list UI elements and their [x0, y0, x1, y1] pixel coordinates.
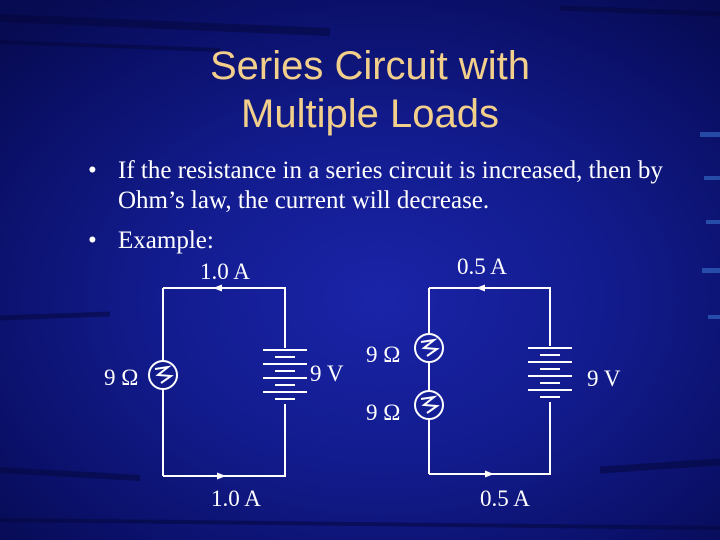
right-bulb-bottom-icon [414, 390, 444, 420]
right-battery-label: 9 V [587, 366, 621, 391]
right-wire-top [429, 287, 551, 346]
left-current-bottom-label: 1.0 A [211, 486, 261, 511]
right-battery-symbol [528, 347, 572, 398]
title-line-1: Series Circuit with [209, 44, 531, 88]
left-battery-symbol [263, 349, 307, 400]
right-current-bottom-label: 0.5 A [480, 486, 530, 511]
bullet-item-example: • Example: [88, 226, 688, 256]
left-arrow-bottom [217, 472, 226, 480]
left-resistor-label: 9 Ω [104, 365, 138, 390]
right-wire-bottom [429, 402, 551, 475]
title-line-2: Multiple Loads [241, 92, 499, 136]
slide-title: Series Circuit with Multiple Loads [60, 42, 680, 138]
right-resistor-2-label: 9 Ω [366, 400, 400, 425]
bullet-item-ohms-law: • If the resistance in a series circuit … [88, 156, 688, 216]
bullet-text: Example: [118, 227, 214, 254]
left-battery-label: 9 V [310, 361, 344, 386]
right-bulb-top-icon [414, 333, 444, 363]
right-circuit [428, 287, 551, 475]
left-bulb-icon [148, 360, 178, 390]
right-arrow-bottom [485, 470, 494, 478]
left-current-top-label: 1.0 A [200, 259, 250, 284]
bullet-dot: • [88, 227, 97, 254]
left-circuit [162, 287, 286, 477]
bullet-list: • If the resistance in a series circuit … [88, 156, 688, 266]
bullet-dot: • [88, 157, 97, 184]
left-arrow-top [213, 284, 222, 292]
left-wire-top [163, 287, 286, 348]
right-arrow-top [476, 284, 485, 292]
bullet-text: If the resistance in a series circuit is… [118, 157, 663, 214]
right-current-top-label: 0.5 A [457, 254, 507, 279]
right-resistor-1-label: 9 Ω [366, 342, 400, 367]
left-wire-bottom [163, 404, 286, 477]
